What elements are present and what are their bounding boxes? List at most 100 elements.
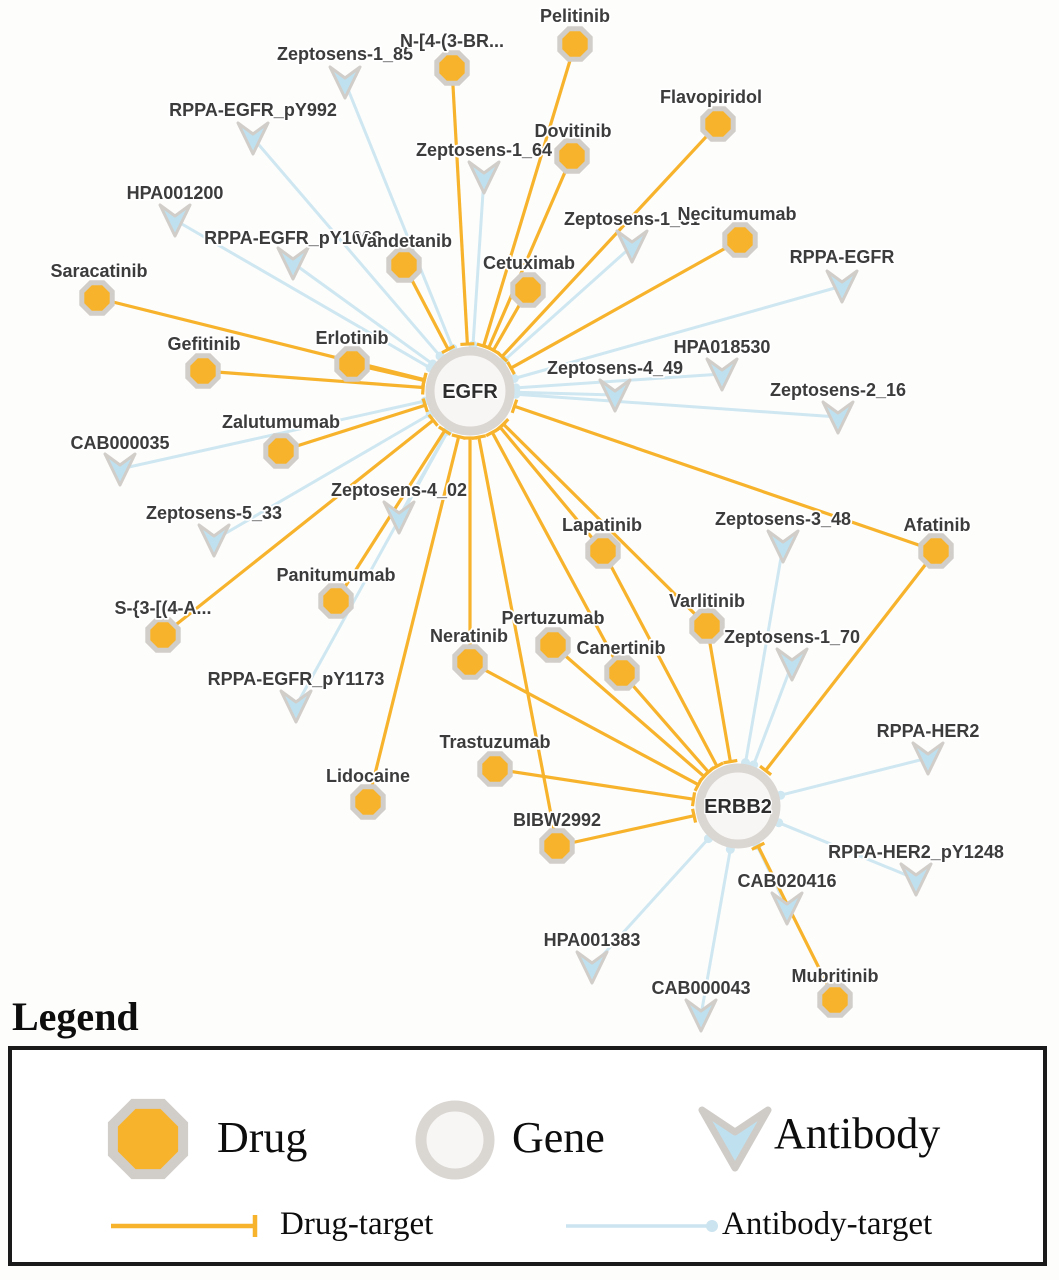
drug-node: [700, 106, 736, 142]
drug-node: [689, 608, 725, 644]
drug-node: [318, 583, 354, 619]
antibody-label: CAB000035: [70, 433, 169, 453]
antibody-node: [775, 647, 809, 682]
drug-target-edge: [487, 155, 574, 349]
gene-legend-icon: [415, 1100, 495, 1180]
antibody-label: RPPA-HER2_pY1248: [828, 842, 1004, 862]
drug-edge-tee: [506, 361, 516, 375]
drug-edge-legend-sample: [111, 1215, 258, 1237]
antibody-node: [615, 229, 649, 264]
gene-label: EGFR: [442, 381, 498, 403]
drug-edge-tee: [693, 777, 704, 792]
antibody-label: Zeptosens-1_64: [416, 140, 552, 160]
drug-target-edge: [500, 122, 720, 358]
drug-target-edge: [280, 403, 426, 453]
antibody-edge-legend-sample: [566, 1220, 718, 1232]
drug-target-edge: [202, 369, 424, 390]
drug-target-edge: [450, 67, 469, 345]
drug-target-edge: [513, 404, 937, 553]
antibody-target-edge: [471, 176, 486, 346]
antibody-target-edge: [590, 837, 710, 969]
antibody-label: RPPA-EGFR_pY992: [169, 100, 337, 120]
drug-target-edge: [482, 43, 577, 347]
drug-node: [185, 353, 221, 389]
gene-legend-label: Gene: [512, 1113, 605, 1162]
antibody-label: Zeptosens-3_48: [715, 509, 851, 529]
antibody-node: [821, 400, 855, 435]
gene-label: ERBB2: [704, 796, 772, 818]
drug-node: [452, 644, 488, 680]
drug-label: BIBW2992: [513, 810, 601, 830]
antibody-target-edge: [503, 244, 634, 362]
gene-node: [425, 346, 515, 436]
antibody-node: [705, 357, 739, 392]
gene-node: [695, 763, 781, 849]
antibody-chevron-shape: [698, 1106, 772, 1172]
antibody-edge-dot: [706, 1220, 718, 1232]
antibody-legend-icon: [698, 1106, 772, 1172]
drug-edge-tee: [421, 398, 429, 413]
antibody-target-edge: [515, 392, 839, 419]
drug-node: [510, 272, 546, 308]
drug-edge-tee: [690, 792, 697, 807]
drug-edge-tee: [451, 433, 466, 440]
antibody-label: RPPA-EGFR_pY1068: [204, 228, 382, 248]
drug-label: Necitumumab: [677, 204, 796, 224]
legend-box: Drug Gene Antibody Drug-target Antibody-…: [8, 1046, 1047, 1266]
antibody-edge-legend-label: Antibody-target: [722, 1206, 933, 1242]
antibody-label: Zeptosens-5_33: [146, 503, 282, 523]
drug-node: [145, 617, 181, 653]
drug-target-edge: [601, 550, 719, 767]
antibody-label: CAB000043: [651, 978, 750, 998]
drug-octagon-shape: [107, 1098, 189, 1180]
antibody-node: [236, 121, 270, 156]
antibody-label: CAB020416: [737, 871, 836, 891]
antibody-label: Zeptosens-4_02: [331, 480, 467, 500]
drug-node: [477, 751, 513, 787]
drug-label: Lapatinib: [562, 515, 642, 535]
antibody-node: [598, 378, 632, 413]
drug-label: Afatinib: [904, 515, 971, 535]
antibody-node: [684, 998, 718, 1033]
drug-edge-tee: [437, 425, 452, 436]
antibody-target-edge: [752, 663, 794, 766]
antibody-target-edge: [744, 545, 785, 763]
drug-target-edge: [162, 418, 435, 637]
antibody-target-edge: [699, 849, 732, 1016]
drug-edge-tee: [702, 766, 715, 778]
drug-edge-tee: [427, 413, 439, 427]
antibody-target-edge: [251, 137, 442, 358]
drug-label: Flavopiridol: [660, 87, 762, 107]
drug-target-edge: [756, 845, 837, 1001]
drug-edge-tee: [460, 342, 475, 347]
antibody-target-edge: [513, 284, 843, 380]
drug-label: Varlitinib: [669, 591, 745, 611]
antibody-node: [766, 529, 800, 564]
drug-label: Dovitinib: [535, 121, 612, 141]
antibody-target-edge: [174, 218, 431, 370]
drug-node: [918, 533, 954, 569]
antibody-node: [328, 65, 362, 100]
drug-node: [539, 828, 575, 864]
drug-target-edge: [366, 436, 461, 803]
drug-node: [79, 280, 115, 316]
drug-label: Cetuximab: [483, 253, 575, 273]
antibody-node: [899, 862, 933, 897]
drug-label: Pertuzumab: [501, 608, 604, 628]
antibody-target-edge: [515, 372, 723, 390]
antibody-node: [382, 500, 416, 535]
antibody-label: Zeptosens-1_85: [277, 44, 413, 64]
antibody-target-edge: [213, 412, 431, 542]
drug-target-edge: [510, 238, 741, 370]
drug-label: Canertinib: [576, 638, 665, 658]
drug-node: [350, 784, 386, 820]
drug-label: Pelitinib: [540, 6, 610, 26]
drug-legend-label: Drug: [217, 1113, 308, 1162]
drug-node: [554, 138, 590, 174]
drug-label: Zalutumumab: [222, 412, 340, 432]
antibody-node: [467, 160, 501, 195]
drug-edge-tee: [759, 764, 773, 777]
drug-label: Gefitinib: [168, 334, 241, 354]
drug-target-edge: [502, 422, 709, 628]
drug-edge-tee: [690, 808, 698, 823]
